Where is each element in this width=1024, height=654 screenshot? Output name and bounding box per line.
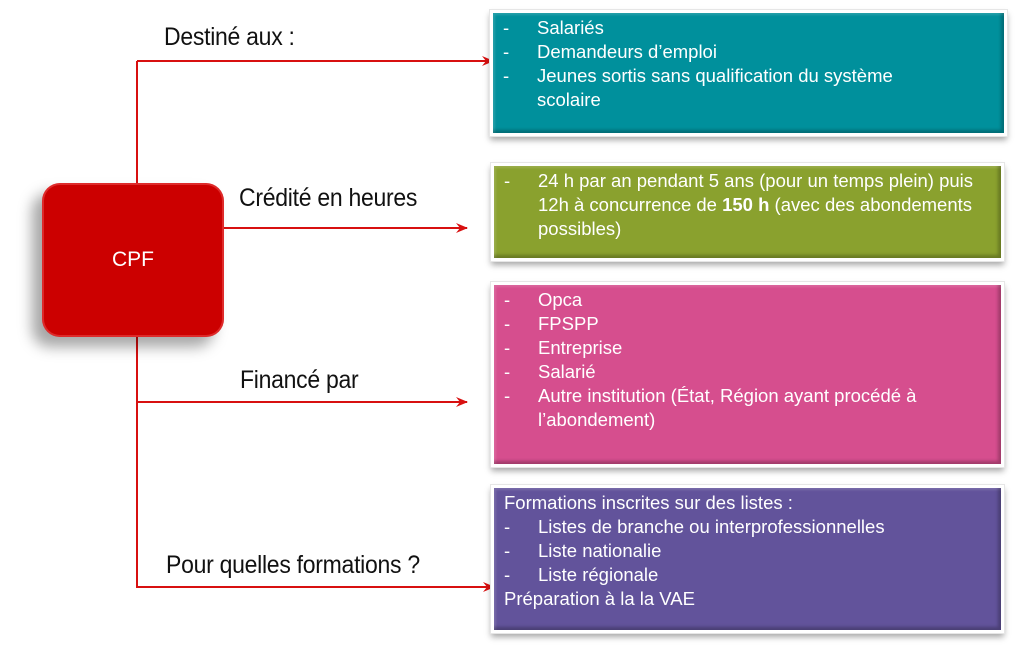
branch-label-formations: Pour quelles formations ? [166,551,420,579]
branch-label-destine: Destiné aux : [164,23,295,51]
branch-label-credite: Crédité en heures [239,184,418,212]
cpf-label: CPF [112,248,154,271]
list-heading: Formations inscrites sur des listes : [504,492,793,513]
cpf-node: CPF [42,183,224,337]
list-item: -Jeunes sortis sans qualification du sys… [503,65,893,110]
list-item: - 24 h par an pendant 5 ans (pour un tem… [504,170,974,239]
list-item: -FPSPP [504,313,599,334]
list-item: -Entreprise [504,337,623,358]
list-item: -Listes de branche ou interprofessionnel… [504,516,885,537]
list-item: -Autre institution (État, Région ayant p… [504,385,917,430]
hours-cap: 150 h [722,194,770,215]
list-item: -Salariés [503,17,604,38]
list-item: -Salarié [504,361,596,382]
beneficiaries-box: -Salariés -Demandeurs d’emploi -Jeunes s… [489,9,1008,137]
list-item: -Liste régionale [504,564,659,585]
funding-box: -Opca -FPSPP -Entreprise -Salarié -Autre… [490,281,1005,468]
list-item: -Opca [504,289,583,310]
hours-box: - 24 h par an pendant 5 ans (pour un tem… [490,162,1005,262]
list-footer: Préparation à la la VAE [504,588,695,609]
trainings-box: Formations inscrites sur des listes : -L… [490,484,1005,634]
list-item: -Liste nationalie [504,540,662,561]
branch-label-finance: Financé par [240,366,359,394]
list-item: -Demandeurs d’emploi [503,41,717,62]
